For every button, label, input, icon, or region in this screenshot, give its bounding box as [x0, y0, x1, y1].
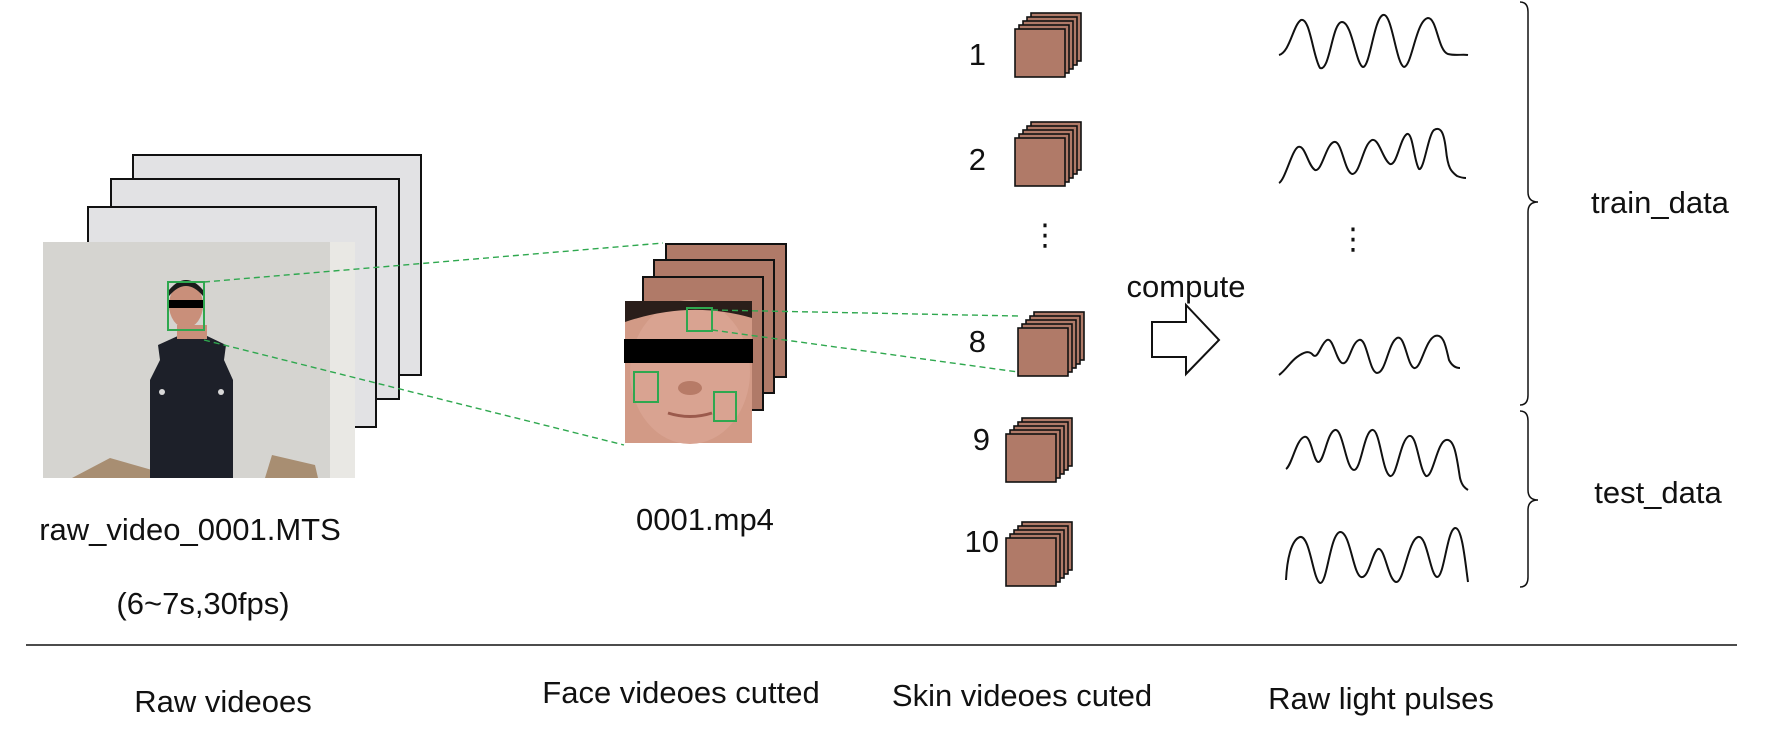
raw-video-spec: (6~7s,30fps) — [116, 586, 289, 621]
face-video-stack — [624, 243, 787, 444]
raw-video-frame-image — [43, 242, 355, 478]
compute-arrow: compute — [1127, 269, 1246, 377]
face-roi-forehead — [686, 307, 713, 332]
skin-stack-10 — [1005, 521, 1073, 587]
skin-stack-2 — [1014, 121, 1082, 187]
skin-labels: 1 2 ⋮ 8 9 10 — [965, 37, 1060, 559]
pulse-wave-2 — [1278, 128, 1467, 184]
face-crop-image — [624, 300, 753, 444]
skin-stack-8-frame — [1017, 327, 1069, 377]
skin-label-2: 2 — [969, 142, 986, 177]
skin-stack-2-frame — [1014, 137, 1066, 187]
train-brace — [1519, 1, 1539, 406]
skin-stack-1 — [1014, 12, 1082, 78]
caption-face-videos: Face videoes cutted — [542, 675, 819, 710]
pulse-ellipsis: ⋮ — [1338, 223, 1368, 256]
skin-label-8: 8 — [969, 324, 986, 359]
skin-video-stacks — [1005, 12, 1085, 587]
caption-raw-videos: Raw videoes — [134, 684, 311, 719]
skin-label-10: 10 — [965, 524, 999, 559]
face-to-skin-projection — [711, 309, 1019, 373]
skin-label-1: 1 — [969, 37, 986, 72]
skin-stack-9 — [1005, 417, 1073, 483]
skin-stack-9-frame — [1005, 433, 1057, 483]
train-data-label: train_data — [1591, 185, 1730, 220]
raw-eye-bar — [169, 300, 203, 308]
skin-stack-8 — [1017, 311, 1085, 377]
test-brace — [1519, 410, 1539, 588]
compute-arrow-icon — [1151, 302, 1221, 377]
raw-video-filename: raw_video_0001.MTS — [39, 512, 341, 547]
compute-label: compute — [1127, 269, 1246, 304]
raw-to-face-projection — [203, 242, 664, 446]
face-roi-left-cheek — [633, 371, 659, 403]
face-eye-bar — [624, 339, 753, 363]
skin-stack-1-frame — [1014, 28, 1066, 78]
pulse-wave-10 — [1285, 527, 1469, 585]
caption-raw-pulses: Raw light pulses — [1268, 681, 1494, 716]
skin-stack-10-frame — [1005, 537, 1057, 587]
skin-label-9: 9 — [973, 422, 990, 457]
pulse-wave-9 — [1285, 428, 1469, 491]
pulse-wave-1 — [1278, 14, 1469, 69]
face-roi-right-cheek — [713, 391, 737, 422]
skin-label-ellipsis: ⋮ — [1030, 219, 1060, 252]
raw-video-stack — [43, 154, 422, 478]
test-data-label: test_data — [1594, 475, 1722, 510]
pulse-waveforms — [1278, 14, 1469, 585]
raw-face-roi — [167, 281, 205, 331]
pulse-wave-8 — [1278, 334, 1461, 376]
caption-skin-videos: Skin videoes cuted — [892, 678, 1152, 713]
face-video-filename: 0001.mp4 — [636, 502, 774, 537]
